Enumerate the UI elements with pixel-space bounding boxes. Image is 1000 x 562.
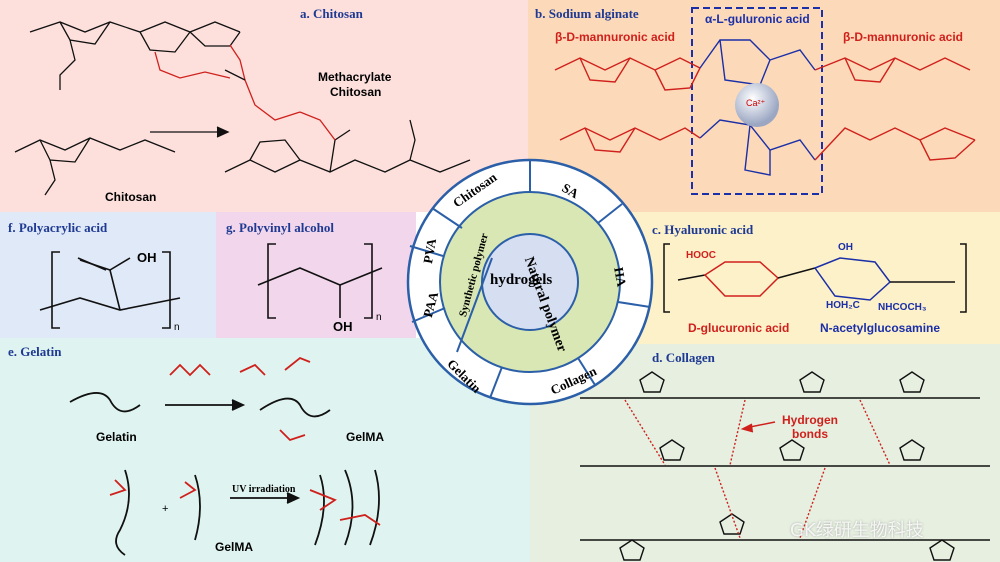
gelatin-title: e. Gelatin bbox=[8, 344, 62, 359]
gelma-bottom-label: GelMA bbox=[215, 540, 254, 554]
polyacrylic-acid-title: f. Polyacrylic acid bbox=[8, 220, 108, 235]
pva-n-subscript: n bbox=[376, 312, 382, 323]
alginate-structures bbox=[554, 7, 976, 195]
gelma-product-label: GelMA bbox=[346, 430, 385, 444]
panel-gelatin bbox=[0, 338, 530, 562]
watermark: GK绿研生物科技 bbox=[790, 520, 924, 541]
methacrylate-chitosan-label-1: Methacrylate bbox=[318, 70, 392, 84]
ha-nhcoch3: NHCOCH₃ bbox=[878, 302, 927, 313]
calcium-ion-label: Ca²⁺ bbox=[746, 98, 766, 108]
ha-hooc: HOOC bbox=[686, 250, 716, 261]
polyvinyl-alcohol-structure bbox=[257, 243, 383, 319]
ha-oh: OH bbox=[838, 242, 853, 253]
pva-oh-label: OH bbox=[333, 319, 353, 334]
hyaluronic-acid-title: c. Hyaluronic acid bbox=[652, 222, 754, 237]
hydrogen-bonds-label-2: bonds bbox=[792, 427, 828, 441]
uv-irradiation-label: UV irradiation bbox=[232, 484, 296, 495]
chitosan-title: a. Chitosan bbox=[300, 6, 363, 21]
hydrogels-core: hydrogels bbox=[490, 272, 553, 288]
n-acetylglucosamine-label: N-acetylglucosamine bbox=[820, 321, 941, 335]
plus-sign: + bbox=[162, 503, 169, 515]
paa-n-subscript: n bbox=[174, 322, 180, 333]
panel-chitosan bbox=[0, 0, 528, 212]
chitosan-structures bbox=[14, 21, 471, 196]
polyvinyl-alcohol-title: g. Polyvinyl alcohol bbox=[226, 220, 334, 235]
ha-hoh2c: HOH₂C bbox=[826, 300, 860, 311]
beta-d-mannuronic-left: β-D-mannuronic acid bbox=[555, 30, 675, 44]
chitosan-label: Chitosan bbox=[105, 190, 157, 204]
paa-oh-label: OH bbox=[137, 250, 157, 265]
sodium-alginate-title: b. Sodium alginate bbox=[535, 6, 639, 21]
d-glucuronic-acid-label: D-glucuronic acid bbox=[688, 321, 790, 335]
gelatin-structures bbox=[69, 356, 381, 556]
hydrogen-bonds-label-1: Hydrogen bbox=[782, 413, 839, 427]
beta-d-mannuronic-right: β-D-mannuronic acid bbox=[843, 30, 963, 44]
hyaluronic-acid-structure bbox=[663, 243, 967, 313]
polyacrylic-acid-structure bbox=[39, 251, 181, 329]
collagen-title: d. Collagen bbox=[652, 350, 715, 365]
wheel-segment-ha: HA bbox=[611, 266, 630, 288]
methacrylate-chitosan-label-2: Chitosan bbox=[330, 85, 382, 99]
alpha-l-guluronic: α-L-guluronic acid bbox=[705, 12, 810, 26]
panel-polyacrylic-acid bbox=[0, 212, 216, 338]
gelatin-reactant-label: Gelatin bbox=[96, 430, 137, 444]
